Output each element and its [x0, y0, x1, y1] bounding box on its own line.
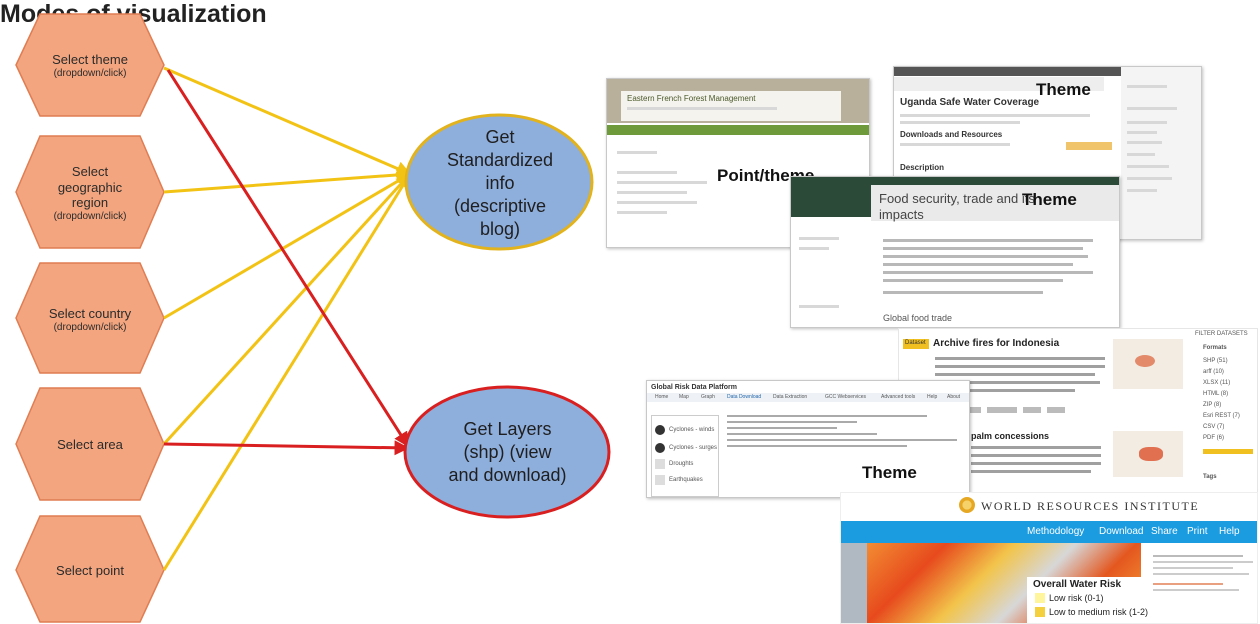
- filter-formats: Formats: [1203, 345, 1227, 351]
- arrow-theme-to-info: [163, 66, 412, 176]
- hex-label-select-point: Select point: [35, 563, 145, 579]
- hex-label-main: Select country: [48, 306, 132, 321]
- grdp-tab: Help: [927, 394, 938, 400]
- hex-label-sub: (dropdown/click): [53, 210, 127, 222]
- uganda-description: Description: [900, 163, 945, 172]
- grdp-title: Global Risk Data Platform: [651, 384, 737, 391]
- grdp-item: Droughts: [669, 461, 694, 467]
- screenshot-food-security: Food security, trade and its impacts Glo…: [790, 176, 1120, 328]
- hex-label-main: geographic: [57, 179, 123, 195]
- ellipse-line: (shp) (view: [463, 442, 552, 463]
- arrow-theme-to-layers: [166, 69, 410, 448]
- ellipse-line: and download): [448, 465, 567, 486]
- filter-item: HTML (8): [1203, 391, 1229, 397]
- palm-title: palm concessions: [971, 431, 1050, 441]
- grdp-item: Cyclones - winds: [669, 427, 715, 433]
- overlay-theme-food: Theme: [1022, 190, 1077, 209]
- grdp-tab: Data Extraction: [773, 394, 808, 400]
- filter-item: CSV (7): [1203, 424, 1225, 430]
- uganda-downloads: Downloads and Resources: [900, 130, 1003, 139]
- uganda-title: Uganda Safe Water Coverage: [900, 97, 1040, 108]
- fires-title: Archive fires for Indonesia: [933, 338, 1060, 349]
- wri-legend-title: Overall Water Risk: [1033, 579, 1122, 590]
- filter-item: ZIP (8): [1203, 402, 1222, 408]
- screenshot-grdp: Global Risk Data Platform Home Map Graph…: [646, 380, 970, 498]
- filter-head: FILTER DATASETS: [1195, 331, 1248, 337]
- wri-nav-share[interactable]: Share: [1151, 526, 1178, 537]
- wri-legend-item: Low to medium risk (1-2): [1049, 607, 1149, 617]
- grdp-item: Earthquakes: [669, 477, 703, 483]
- legend-swatch-low-medium: [1035, 607, 1045, 617]
- hex-label-select-theme: Select theme (dropdown/click): [35, 52, 145, 80]
- hexagon-select-theme: [15, 13, 165, 117]
- filter-item: SHP (51): [1203, 358, 1228, 364]
- wri-nav-help[interactable]: Help: [1219, 526, 1240, 537]
- filter-item: Esri REST (7): [1203, 413, 1240, 419]
- grdp-tab: Graph: [701, 394, 715, 400]
- filter-item: XLSX (11): [1203, 380, 1231, 386]
- wri-nav-print[interactable]: Print: [1187, 526, 1208, 537]
- arrow-region-to-info: [163, 167, 412, 194]
- food-footer: Global food trade: [883, 313, 953, 323]
- hex-label-main: region: [71, 195, 109, 211]
- ellipse-line: info: [485, 173, 515, 194]
- wri-logo-text: WORLD RESOURCES INSTITUTE: [981, 499, 1200, 513]
- hex-label-sub: (dropdown/click): [53, 67, 127, 79]
- arrow-country-to-info: [163, 172, 412, 320]
- filter-item: PDF (6): [1203, 435, 1224, 441]
- filter-tags: Tags: [1203, 474, 1217, 480]
- grdp-item: Cyclones - surges: [669, 445, 718, 451]
- ellipse-layers: [403, 385, 611, 519]
- forest-title: Eastern French Forest Management: [627, 94, 756, 103]
- grdp-tab: Map: [679, 394, 689, 400]
- arrow-point-to-info: [162, 172, 412, 571]
- grdp-tab: About: [947, 394, 961, 400]
- hex-label-main: Select: [71, 164, 109, 179]
- hex-label-main: Select point: [56, 563, 124, 578]
- screenshot-wri: WORLD RESOURCES INSTITUTE Methodology Do…: [840, 492, 1258, 624]
- hex-label-main: Select theme: [52, 52, 128, 67]
- ellipse-label-standardized: Get Standardized info (descriptive blog): [420, 126, 580, 241]
- food-title-2: impacts: [879, 207, 924, 222]
- fires-badge: Dataset: [905, 340, 926, 346]
- ellipse-line: blog): [479, 219, 521, 240]
- hex-label-main: Select area: [57, 437, 123, 452]
- grdp-tab: Advanced tools: [881, 394, 916, 400]
- ellipse-line: Standardized: [446, 150, 554, 171]
- hex-label-select-country: Select country (dropdown/click): [35, 306, 145, 334]
- ellipse-line: Get Layers: [463, 419, 552, 439]
- wri-logo-icon: [959, 497, 975, 513]
- legend-swatch-low: [1035, 593, 1045, 603]
- ellipse-label-layers: Get Layers (shp) (view and download): [420, 418, 595, 487]
- food-title-1: Food security, trade and its: [879, 191, 1035, 206]
- filter-item: arff (10): [1203, 369, 1224, 375]
- grdp-tab: Data Download: [727, 394, 762, 400]
- hex-label-select-region: Select geographic region (dropdown/click…: [35, 164, 145, 223]
- overlay-point-theme: Point/theme: [717, 166, 815, 185]
- wri-nav-methodology[interactable]: Methodology: [1027, 526, 1085, 537]
- overlay-theme-risk: Theme: [862, 463, 917, 482]
- ellipse-standardized-info: [404, 113, 594, 251]
- wri-nav-download[interactable]: Download: [1099, 526, 1144, 537]
- arrow-area-to-layers: [163, 440, 410, 456]
- grdp-tab: Home: [655, 394, 669, 400]
- arrow-area-to-info: [162, 172, 412, 446]
- hex-label-select-area: Select area: [35, 437, 145, 453]
- grdp-tab: GCC Webservices: [825, 394, 867, 400]
- ellipse-line: (descriptive: [453, 196, 547, 217]
- ellipse-line: Get: [485, 127, 515, 147]
- wri-legend-item: Low risk (0-1): [1049, 593, 1104, 603]
- hex-label-sub: (dropdown/click): [53, 321, 127, 333]
- overlay-theme-uganda: Theme: [1036, 80, 1091, 99]
